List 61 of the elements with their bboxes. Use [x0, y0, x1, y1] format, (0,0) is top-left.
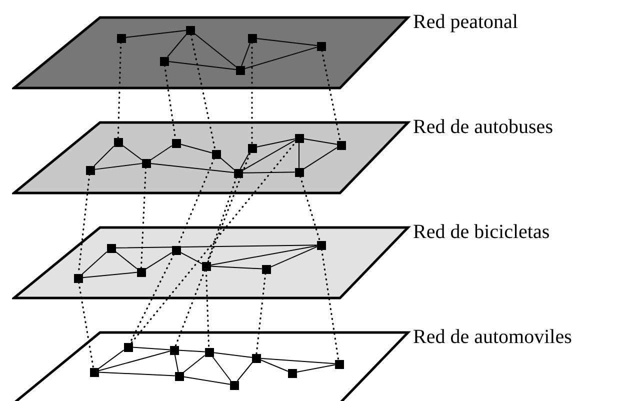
link-line	[241, 42, 251, 66]
link-line	[94, 146, 114, 166]
link-line	[237, 362, 253, 381]
link-line	[303, 147, 337, 170]
link-line	[220, 157, 234, 170]
link-line	[98, 350, 170, 372]
link-line	[167, 34, 187, 57]
link-line	[212, 356, 232, 381]
link-line	[260, 359, 288, 372]
dotted-link	[190, 34, 216, 150]
link-line	[210, 266, 262, 270]
layer-label: Red de bicicletas	[413, 222, 550, 242]
link-line	[180, 144, 212, 154]
dotted-link	[130, 142, 296, 344]
link-line	[98, 372, 175, 376]
link-line	[122, 144, 142, 160]
dotted-link	[140, 166, 147, 268]
link-line	[194, 33, 236, 67]
link-line	[298, 142, 300, 168]
link-line	[125, 30, 186, 38]
link-line	[260, 358, 335, 364]
link-line	[115, 251, 137, 269]
dotted-link	[117, 42, 122, 138]
link-line	[242, 172, 295, 174]
link-line	[82, 252, 107, 274]
link-line	[145, 252, 172, 270]
link-line	[303, 138, 337, 145]
link-line	[210, 245, 317, 266]
link-line	[183, 355, 205, 373]
link-line	[244, 46, 317, 70]
dotted-link	[321, 50, 341, 142]
dotted-link	[320, 248, 340, 360]
link-line	[240, 152, 250, 169]
link-line	[180, 252, 202, 264]
dotted-link	[251, 42, 253, 144]
layer-label: Red peatonal	[413, 12, 518, 32]
link-line	[174, 354, 179, 372]
layer-label: Red de automoviles	[413, 327, 572, 347]
layer-label: Red de autobuses	[413, 117, 553, 137]
link-line	[213, 352, 252, 358]
link-line	[256, 138, 295, 148]
link-line	[242, 140, 295, 171]
link-line	[82, 272, 137, 278]
link-line	[98, 350, 124, 370]
link-line	[296, 364, 335, 373]
link-line	[94, 163, 142, 170]
link-line	[270, 246, 317, 268]
dotted-link	[205, 270, 210, 348]
link-line	[183, 376, 230, 385]
link-line	[132, 346, 170, 350]
link-line	[168, 61, 236, 70]
dotted-link	[256, 272, 266, 354]
link-line	[178, 350, 205, 352]
link-line	[256, 38, 317, 46]
dotted-link	[129, 254, 175, 344]
link-line	[115, 244, 317, 248]
dotted-link	[174, 152, 252, 346]
link-line	[150, 163, 234, 173]
dotted-link	[78, 282, 94, 368]
dotted-link	[300, 176, 320, 242]
link-line	[150, 146, 172, 160]
